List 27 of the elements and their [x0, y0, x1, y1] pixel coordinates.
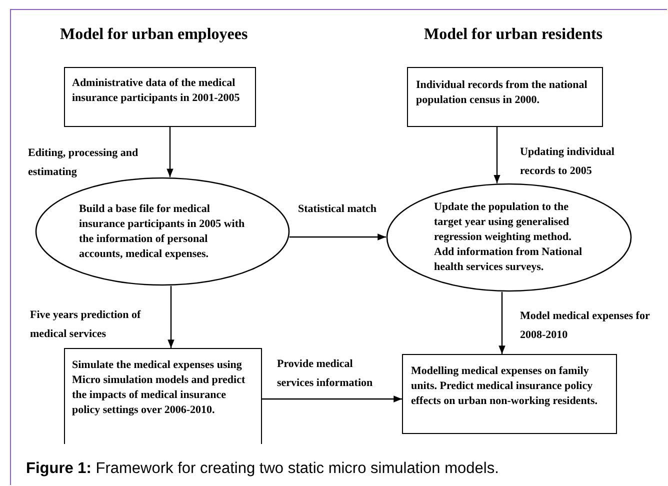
arrow	[494, 127, 500, 184]
node-text: Administrative data of the medical insurance participants in 2001-2005	[72, 76, 241, 106]
process-ellipse	[35, 177, 290, 286]
node-text: Simulate the medical expenses using Micro simulation models and predict the impacts of medical insurance policy settings over 2006-2010.	[72, 358, 246, 418]
node-text: Update the population to the target year using generalised regression weighting method. Add information from National health services surveys.	[434, 200, 583, 275]
node-text: Modelling medical expenses on family units. Predict medical insurance policy effects on urban non-working residents.	[411, 364, 599, 409]
arrow	[262, 396, 402, 402]
arrow	[289, 234, 386, 240]
node-text: Build a base file for medical insurance participants in 2005 with the information of personal accounts, medical expenses.	[79, 202, 246, 262]
figure-caption: Figure 1: Framework for creating two static micro simulation models.	[26, 460, 499, 478]
edge-label: Updating individual records to 2005	[520, 145, 616, 179]
process-ellipse	[386, 183, 632, 292]
arrow	[166, 127, 174, 178]
process-box	[64, 67, 256, 127]
process-box	[407, 67, 603, 127]
arrow	[498, 292, 506, 354]
column-heading: Model for urban employees	[60, 26, 248, 44]
node-text: Individual records from the national population census in 2000.	[416, 78, 588, 108]
edge-label: Provide medical services information	[277, 357, 374, 391]
edge-label: Statistical match	[298, 202, 378, 217]
process-box	[64, 348, 262, 444]
column-heading: Model for urban residents	[424, 26, 603, 44]
edge-label: Editing, processing and estimating	[28, 146, 140, 180]
edge-label: Five years prediction of medical services	[30, 308, 142, 342]
process-box	[402, 354, 617, 434]
edge-label: Model medical expenses for 2008-2010	[520, 309, 650, 343]
arrow	[168, 286, 174, 348]
